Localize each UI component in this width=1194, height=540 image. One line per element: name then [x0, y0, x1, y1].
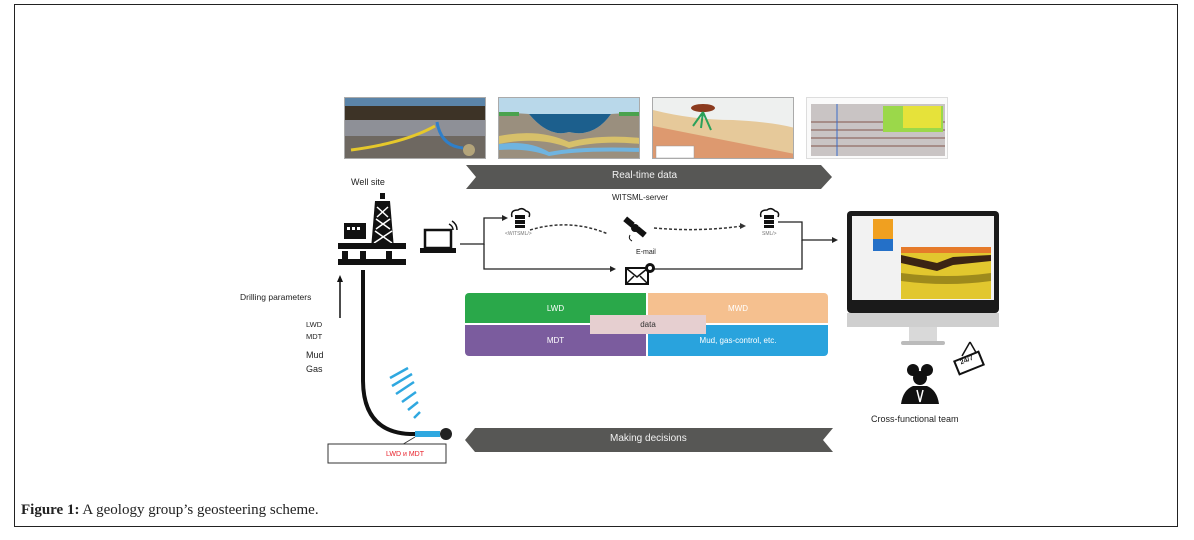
- data-cell-mud-gas: Mud, gas-control, etc.: [648, 325, 828, 356]
- cloud-server-icon-left: [510, 207, 531, 228]
- witsml-tag-right: SML/>: [762, 231, 777, 237]
- laptop-icon: [420, 220, 458, 253]
- making-decisions-label: Making decisions: [610, 433, 687, 444]
- data-center-label: data: [590, 315, 706, 334]
- uplink-gas: Gas: [306, 364, 323, 374]
- thumbnail-offshore-basin-section: [498, 97, 640, 159]
- cloud-server-icon-right: [759, 207, 780, 228]
- uplink-mdt: MDT: [306, 332, 323, 341]
- thumbnail-drilling-cross-section: [344, 97, 486, 159]
- real-time-data-banner: [466, 165, 832, 189]
- data-flow-connectors: [460, 215, 838, 272]
- real-time-data-label: Real-time data: [612, 170, 678, 181]
- making-decisions-banner: [465, 428, 833, 452]
- satellite-icon: [623, 216, 647, 242]
- drilling-parameters-label: Drilling parameters: [240, 292, 312, 302]
- drilling-rig-icon: [338, 193, 406, 265]
- email-envelope-icon: [625, 263, 655, 285]
- tool-label-lwd-mdt: LWD и MDT: [386, 451, 424, 458]
- team-people-icon: [901, 364, 939, 404]
- email-label: E-mail: [636, 249, 656, 256]
- well-site-label: Well site: [351, 177, 385, 187]
- monitor-screen-icon: [847, 211, 999, 345]
- witsml-tag-left: <WITSML/>: [505, 231, 532, 237]
- figure-caption: Figure 1: A geology group’s geosteering …: [21, 502, 319, 519]
- caption-text: A geology group’s geosteering scheme.: [79, 502, 319, 518]
- caption-label: Figure 1:: [21, 502, 80, 518]
- thumbnail-seismic-well-plan: [652, 97, 794, 159]
- witsml-server-label: WITSML-server: [612, 193, 668, 202]
- uplink-lwd: LWD: [306, 320, 323, 329]
- cross-functional-team-label: Cross-functional team: [871, 414, 959, 424]
- wellbore-diagram: [327, 270, 452, 464]
- thumbnail-seismic-map-overlay: [806, 97, 948, 159]
- uplink-mud: Mud: [306, 350, 324, 360]
- sign-24-7-icon: [953, 341, 985, 376]
